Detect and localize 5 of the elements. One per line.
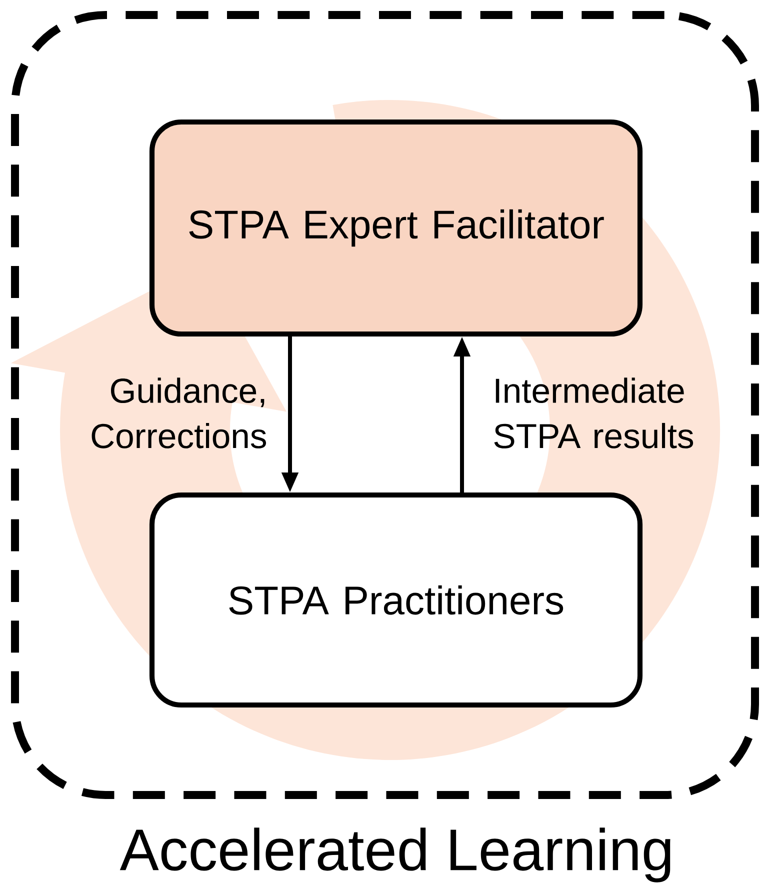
process-box: STPA Expert Facilitator: [149, 119, 643, 337]
frame-title: Accelerated Learning: [120, 828, 670, 882]
process-box: STPA Practitioners: [149, 492, 643, 708]
edge-label: Intermediate STPA results: [494, 378, 694, 448]
edge-label: Guidance, Corrections: [92, 378, 266, 448]
